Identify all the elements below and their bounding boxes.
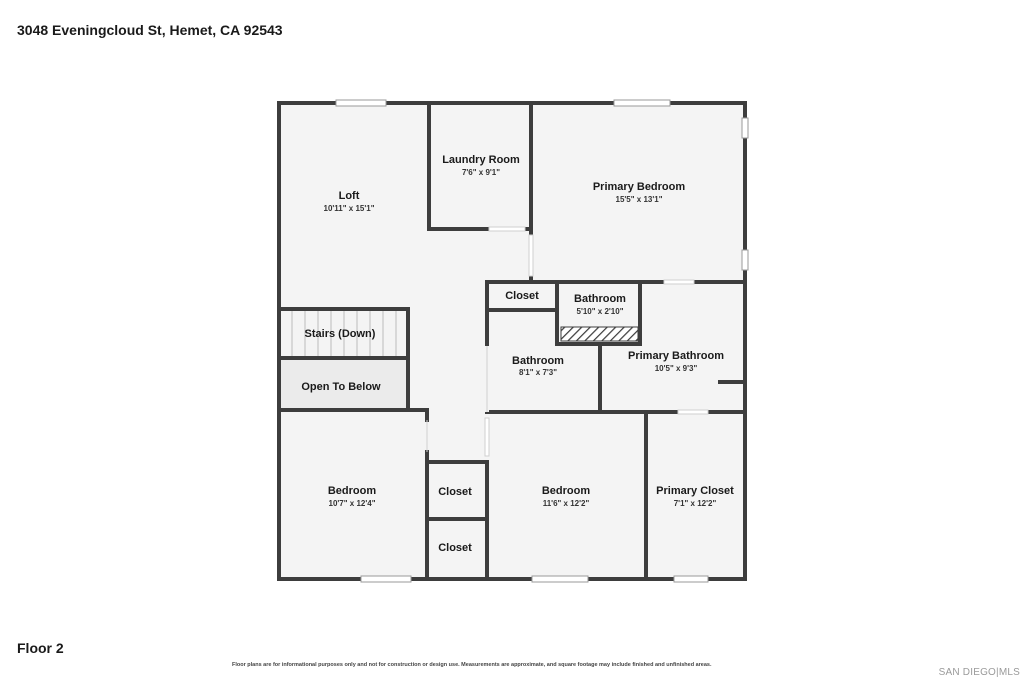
room-stairs-name: Stairs (Down) [305, 328, 376, 340]
room-bedroom-mid-name: Bedroom [542, 485, 591, 497]
property-address: 3048 Eveningcloud St, Hemet, CA 92543 [17, 22, 283, 38]
room-primary-bathroom-dims: 10'5" x 9'3" [655, 364, 698, 373]
room-primary-bedroom-name: Primary Bedroom [593, 181, 686, 193]
room-bathroom-dims: 8'1" x 7'3" [519, 368, 557, 377]
room-loft-dims: 10'11" x 15'1" [324, 204, 375, 213]
room-bedroom-left-dims: 10'7" x 12'4" [329, 499, 376, 508]
open-to-below-area [281, 360, 406, 408]
room-bathroom-small-name: Bathroom [574, 293, 626, 305]
walls [277, 101, 747, 581]
room-primary-bedroom-dims: 15'5" x 13'1" [616, 195, 663, 204]
room-primary-closet-name: Primary Closet [656, 485, 734, 497]
bath-fixture-hatch [560, 326, 639, 342]
room-bedroom-mid-dims: 11'6" x 12'2" [543, 499, 590, 508]
room-laundry-name: Laundry Room [442, 154, 520, 166]
room-loft-name: Loft [339, 190, 360, 202]
room-bathroom-name: Bathroom [512, 355, 564, 367]
room-bedroom-left-name: Bedroom [328, 485, 377, 497]
room-closet-low-name: Closet [438, 542, 472, 554]
brand-logo: SAN DIEGO|MLS [938, 667, 1020, 678]
windows [335, 99, 749, 583]
room-bathroom-small-dims: 5'10" x 2'10" [577, 307, 624, 316]
disclaimer-text: Floor plans are for informational purpos… [232, 662, 712, 668]
floor-label: Floor 2 [17, 640, 64, 656]
door-openings [484, 226, 709, 457]
room-closet-top-name: Closet [505, 290, 539, 302]
room-laundry-dims: 7'6" x 9'1" [462, 168, 500, 177]
stairs-treads [291, 311, 397, 356]
room-open-to-below-name: Open To Below [301, 381, 381, 393]
room-primary-bathroom-name: Primary Bathroom [628, 350, 724, 362]
room-primary-closet-dims: 7'1" x 12'2" [674, 499, 717, 508]
room-closet-mid-name: Closet [438, 486, 472, 498]
